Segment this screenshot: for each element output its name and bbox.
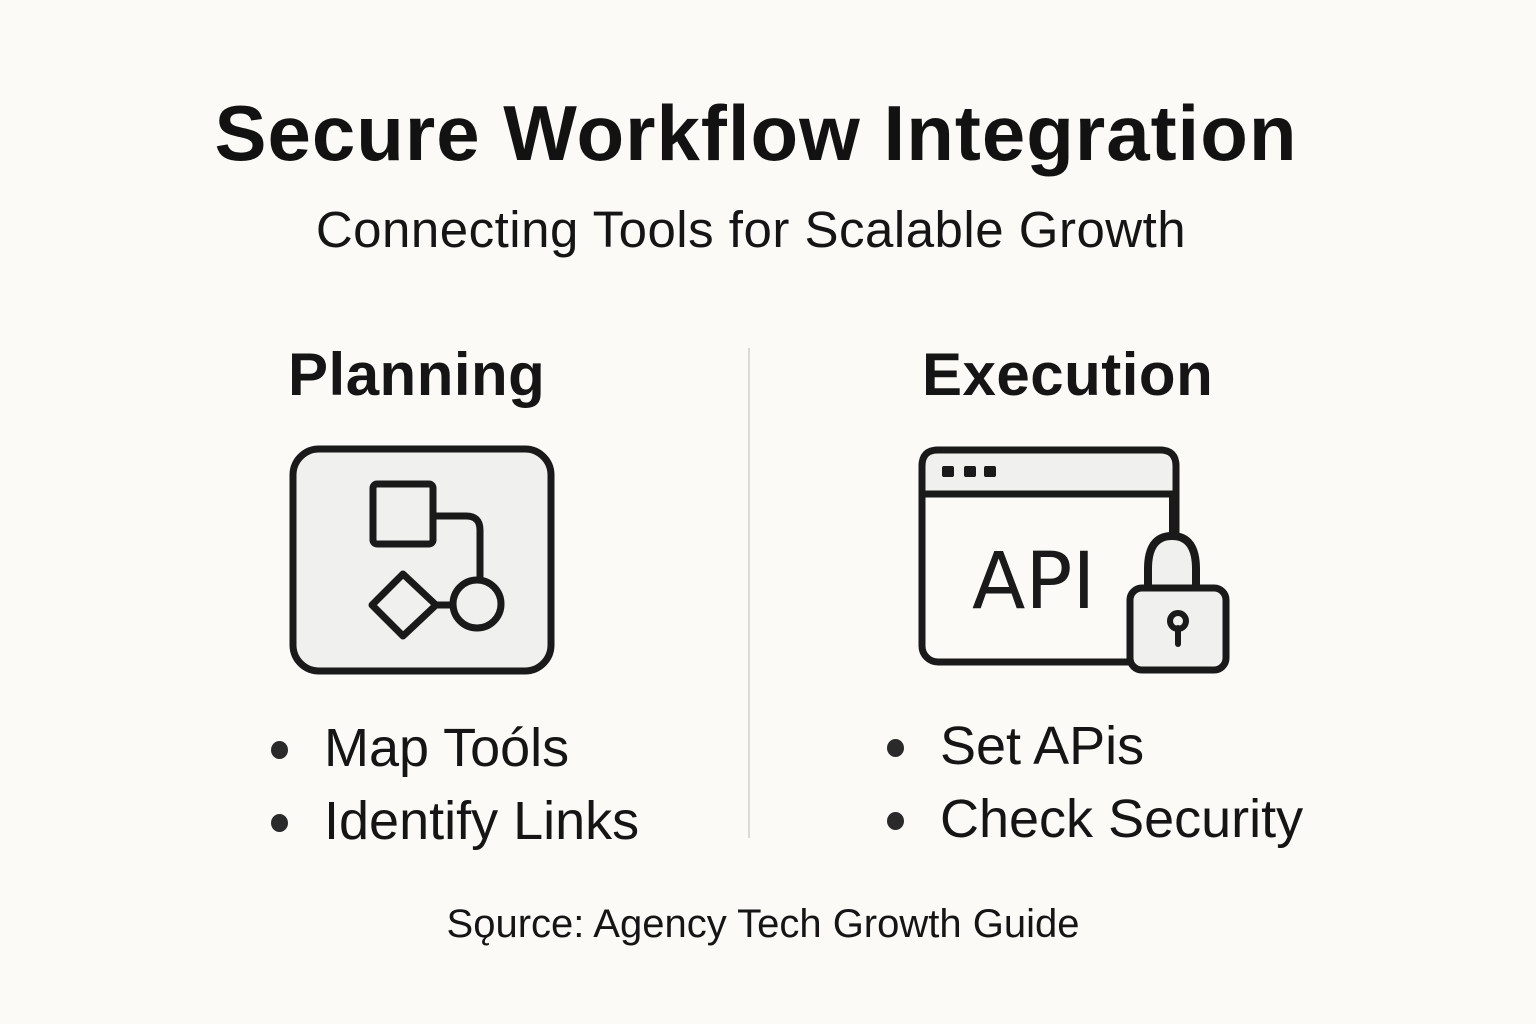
planning-heading: Planning [288,341,546,408]
execution-bullet-list: Set APis Check Security [884,710,1303,856]
bullet-text: Set APis [940,716,1145,776]
source-caption: Sǫurce: Agency Tech Growth Guide [0,902,1526,947]
execution-heading: Execution [922,341,1214,408]
list-item: Map Toóls [268,712,639,785]
bullet-text: Check Security [940,789,1304,849]
bullet-text: Identify Links [324,791,640,851]
bullet-icon [271,814,288,832]
planning-bullet-list: Map Toóls Identify Links [268,712,639,858]
source-label: Sǫurce: [446,902,585,946]
list-item: Set APis [884,710,1303,783]
flowchart-icon [288,444,558,676]
bullet-text: Map Toóls [324,718,570,778]
page-subtitle: Connecting Tools for Scalable Growth [315,201,1187,258]
list-item: Check Security [884,783,1303,856]
list-item: Identify Links [268,785,639,858]
bullet-icon [271,741,288,759]
bullet-icon [887,812,904,830]
api-lock-icon: API [916,444,1234,676]
page-title: Secure Workflow Integration [214,89,1298,177]
bullet-icon [887,739,904,757]
source-text: Agency Tech Growth Guide [584,902,1080,946]
api-label: API [972,537,1095,627]
column-divider [748,348,750,838]
